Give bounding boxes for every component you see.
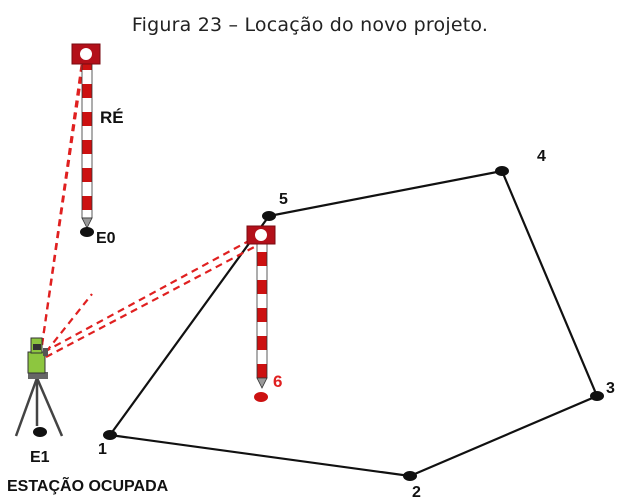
sight-lines — [40, 57, 259, 358]
point-4 — [495, 166, 509, 176]
backsight-pole — [71, 43, 101, 229]
label-point-1: 1 — [98, 441, 107, 458]
stakeout-pole — [246, 225, 276, 389]
point-6 — [254, 392, 268, 402]
label-point-2: 2 — [412, 484, 421, 501]
label-point-6: 6 — [273, 372, 282, 391]
label-station: ESTAÇÃO OCUPADA — [7, 475, 169, 495]
survey-points — [33, 166, 604, 481]
sight-line-6 — [43, 236, 257, 353]
label-point-4: 4 — [537, 148, 546, 165]
point-5 — [262, 211, 276, 221]
project-polygon — [108, 169, 599, 478]
point-3 — [590, 391, 604, 401]
sight-line-short — [45, 293, 93, 353]
figure-caption: Figura 23 – Locação do novo projeto. — [131, 14, 489, 36]
point-e0 — [80, 227, 94, 237]
sight-line-6b — [45, 244, 259, 358]
point-2 — [403, 471, 417, 481]
point-1 — [103, 430, 117, 440]
total-station — [14, 337, 64, 437]
label-e1: E1 — [30, 449, 50, 466]
point-e1 — [33, 427, 47, 437]
sight-line-backsight-2 — [40, 61, 84, 346]
label-point-3: 3 — [606, 380, 615, 397]
label-e0: E0 — [96, 230, 116, 247]
label-point-5: 5 — [279, 191, 288, 208]
label-re: RÉ — [100, 108, 124, 127]
